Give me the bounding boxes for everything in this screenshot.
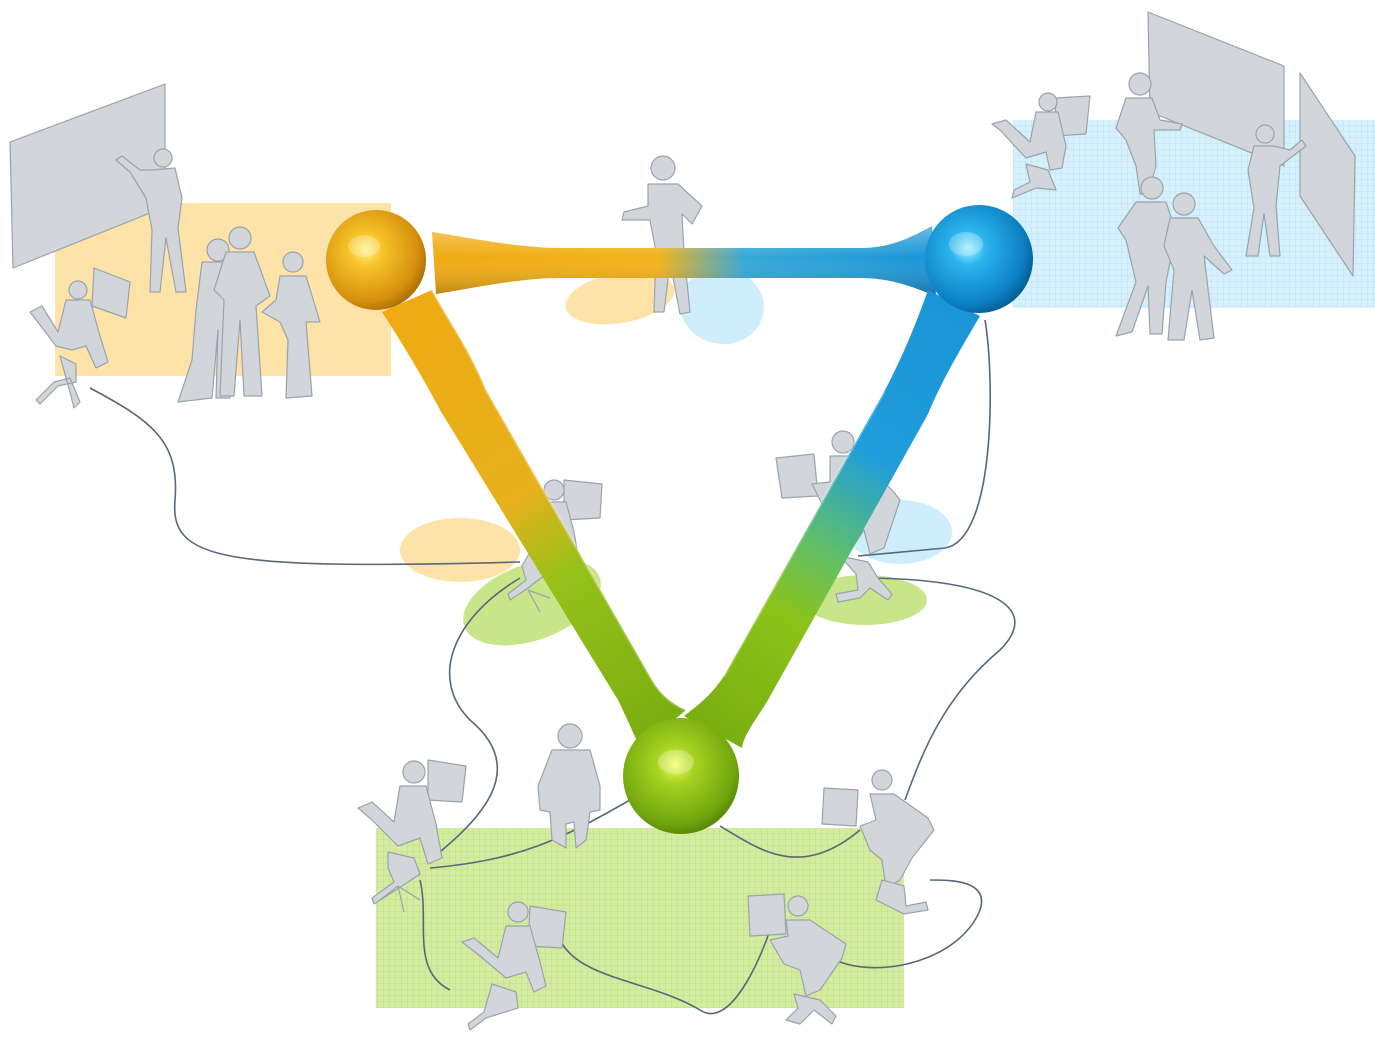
collaboration-triangle xyxy=(326,205,1033,834)
laptop-worker-icon xyxy=(461,901,567,1031)
connection-pads xyxy=(400,267,952,646)
presenter-silhouette-icon xyxy=(115,148,187,293)
blue-node xyxy=(925,205,1033,313)
laptop-worker-icon xyxy=(821,769,935,915)
meeting-group-icon xyxy=(1115,176,1233,341)
laptop-worker-icon xyxy=(357,759,467,913)
right-connector-bar xyxy=(684,290,980,748)
left-connector-bar xyxy=(382,289,687,748)
presenter-silhouette-icon xyxy=(1115,72,1307,257)
meeting-group-icon xyxy=(177,226,321,403)
laptop-worker-icon xyxy=(991,92,1091,199)
seated-person-icon xyxy=(537,723,601,849)
whiteboard-icon xyxy=(1147,11,1356,277)
orange-node xyxy=(326,210,426,310)
laptop-worker-icon xyxy=(747,893,847,1025)
laptop-worker-icon xyxy=(29,267,131,409)
network-cables xyxy=(89,319,1016,1015)
green-node xyxy=(623,718,739,834)
top-connector-bar xyxy=(432,226,936,296)
